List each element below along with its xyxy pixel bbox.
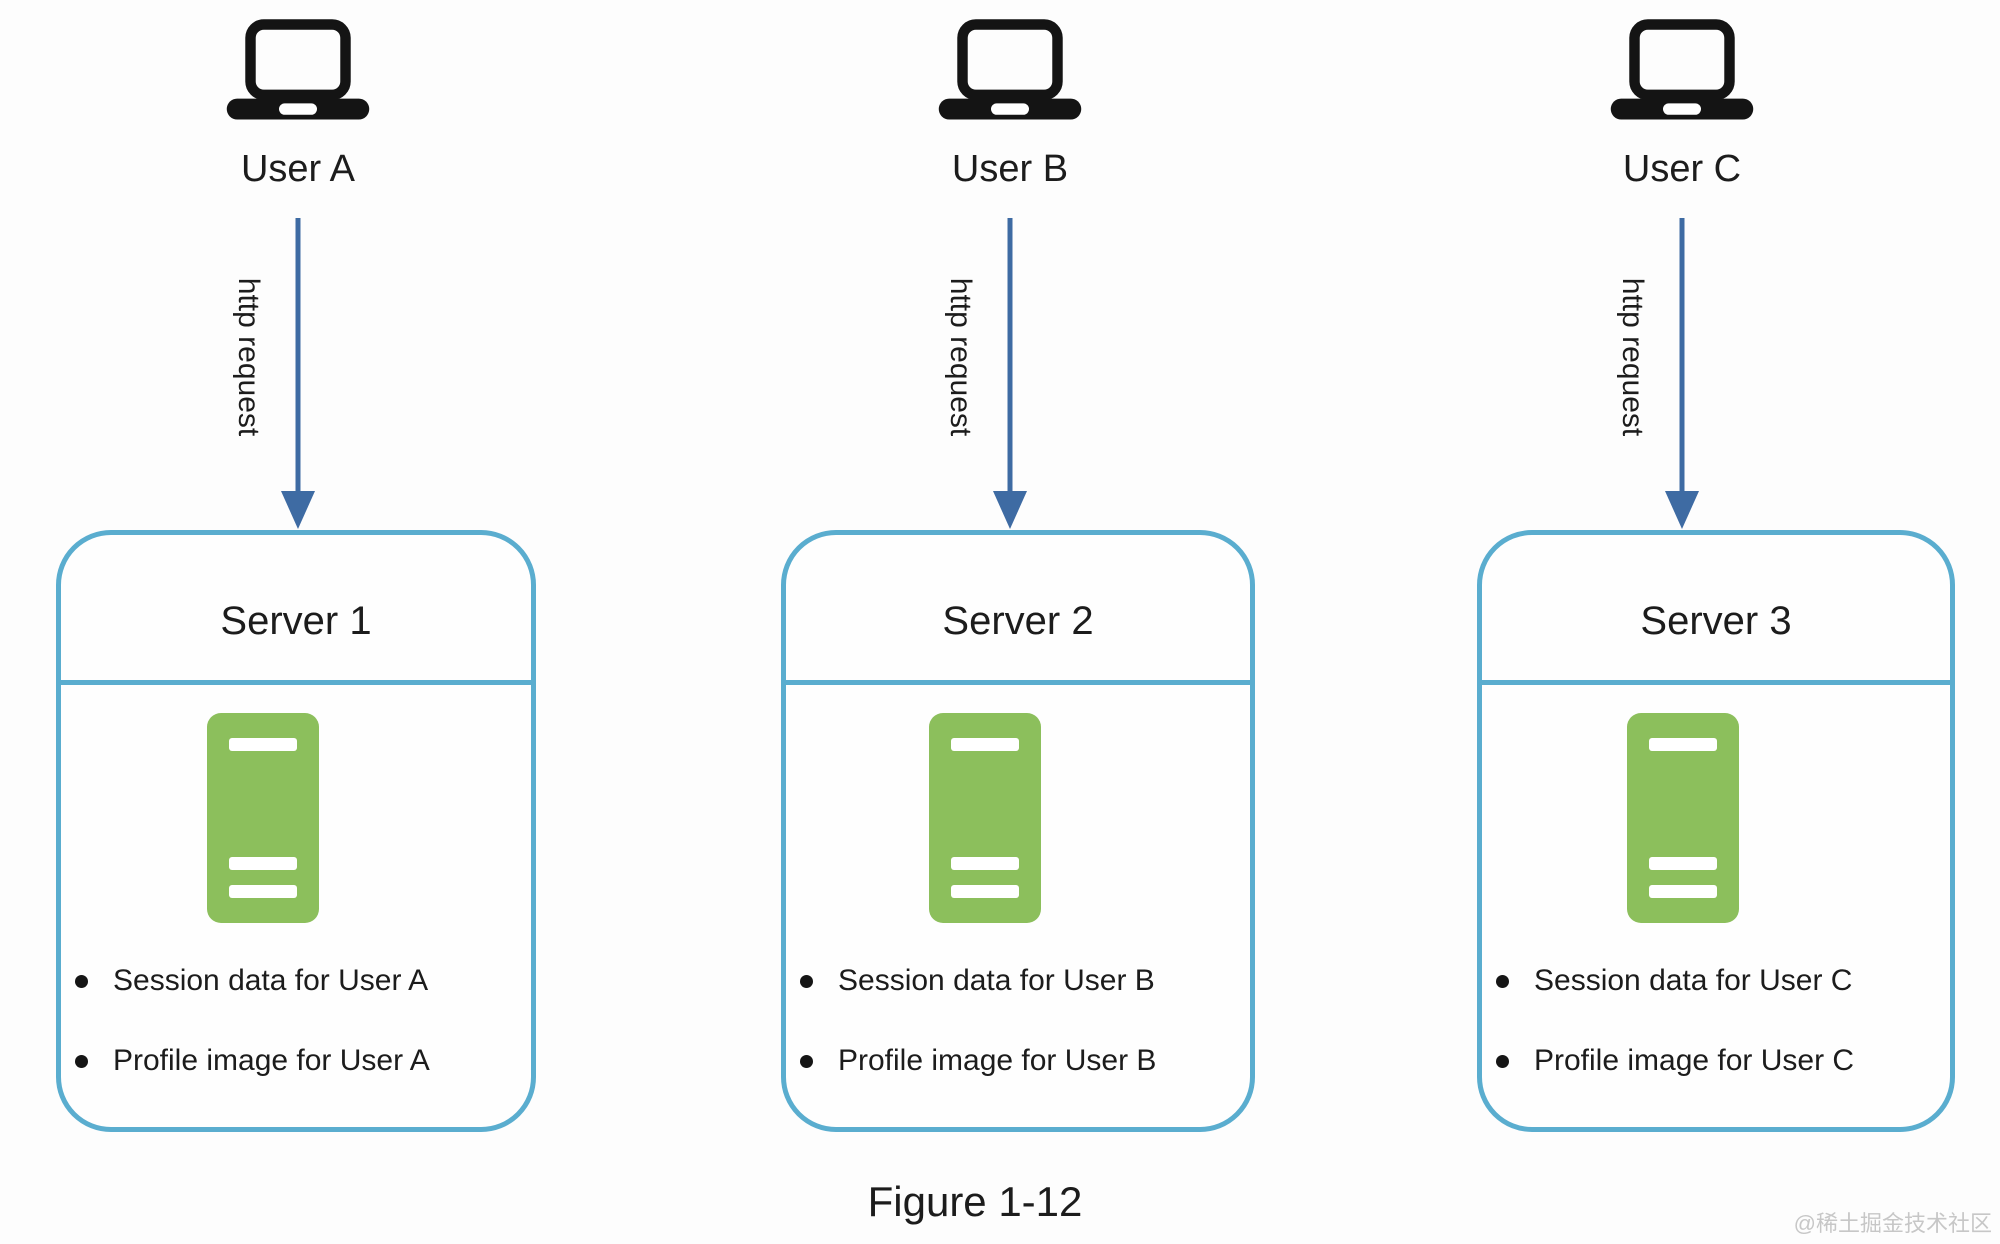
laptop-icon bbox=[226, 19, 370, 120]
server-tower-icon bbox=[1627, 713, 1739, 923]
list-item: Profile image for User C bbox=[1482, 1043, 1940, 1079]
http-request-arrow bbox=[1679, 218, 1685, 494]
server-box: Server 2 Session data for User B Profile… bbox=[781, 530, 1255, 1132]
list-item: Session data for User C bbox=[1482, 963, 1940, 999]
bullet-icon bbox=[75, 1054, 88, 1068]
figure-caption: Figure 1-12 bbox=[867, 1178, 1083, 1225]
watermark: @稀土掘金技术社区 bbox=[1793, 1211, 1992, 1236]
column-user-b: User B http request Server 2 Session dat… bbox=[781, 0, 1255, 1244]
server-title: Server 1 bbox=[220, 599, 372, 643]
bullet-icon bbox=[75, 974, 88, 988]
user-label: User A bbox=[240, 148, 356, 190]
server-box: Server 3 Session data for User C Profile… bbox=[1477, 530, 1955, 1132]
server-tower-icon bbox=[929, 713, 1041, 923]
list-item-label: Profile image for User A bbox=[113, 1044, 430, 1077]
server-title: Server 3 bbox=[1640, 599, 1792, 643]
arrow-label: http request bbox=[232, 277, 265, 437]
server-data-list: Session data for User A Profile image fo… bbox=[61, 963, 521, 1123]
list-item-label: Session data for User C bbox=[1534, 964, 1853, 997]
list-item-label: Profile image for User C bbox=[1534, 1044, 1855, 1077]
list-item-label: Session data for User B bbox=[838, 964, 1155, 997]
bullet-icon bbox=[800, 974, 813, 988]
list-item: Session data for User B bbox=[786, 963, 1240, 999]
arrow-label: http request bbox=[1616, 277, 1649, 437]
server-title: Server 2 bbox=[942, 599, 1094, 643]
server-data-list: Session data for User C Profile image fo… bbox=[1482, 963, 1940, 1123]
laptop-icon bbox=[938, 19, 1082, 120]
list-item: Session data for User A bbox=[61, 963, 521, 999]
column-user-c: User C http request Server 3 Session dat… bbox=[1477, 0, 1955, 1244]
list-item-label: Session data for User A bbox=[113, 964, 429, 997]
bullet-icon bbox=[1496, 1054, 1509, 1068]
bullet-icon bbox=[1496, 974, 1509, 988]
column-user-a: User A http request Server 1 Session dat… bbox=[56, 0, 536, 1244]
list-item-label: Profile image for User B bbox=[838, 1044, 1157, 1077]
arrowhead-icon bbox=[993, 491, 1027, 529]
user-label: User B bbox=[951, 148, 1069, 190]
bullet-icon bbox=[800, 1054, 813, 1068]
list-item: Profile image for User B bbox=[786, 1043, 1240, 1079]
http-request-arrow bbox=[295, 218, 301, 494]
arrowhead-icon bbox=[281, 491, 315, 529]
http-request-arrow bbox=[1007, 218, 1013, 494]
laptop-icon bbox=[1610, 19, 1754, 120]
arrowhead-icon bbox=[1665, 491, 1699, 529]
server-header: Server 1 bbox=[61, 535, 531, 685]
list-item: Profile image for User A bbox=[61, 1043, 521, 1079]
server-header: Server 2 bbox=[786, 535, 1250, 685]
server-header: Server 3 bbox=[1482, 535, 1950, 685]
arrow-label: http request bbox=[944, 277, 977, 437]
server-tower-icon bbox=[207, 713, 319, 923]
server-data-list: Session data for User B Profile image fo… bbox=[786, 963, 1240, 1123]
user-label: User C bbox=[1622, 148, 1742, 190]
server-box: Server 1 Session data for User A Profile… bbox=[56, 530, 536, 1132]
